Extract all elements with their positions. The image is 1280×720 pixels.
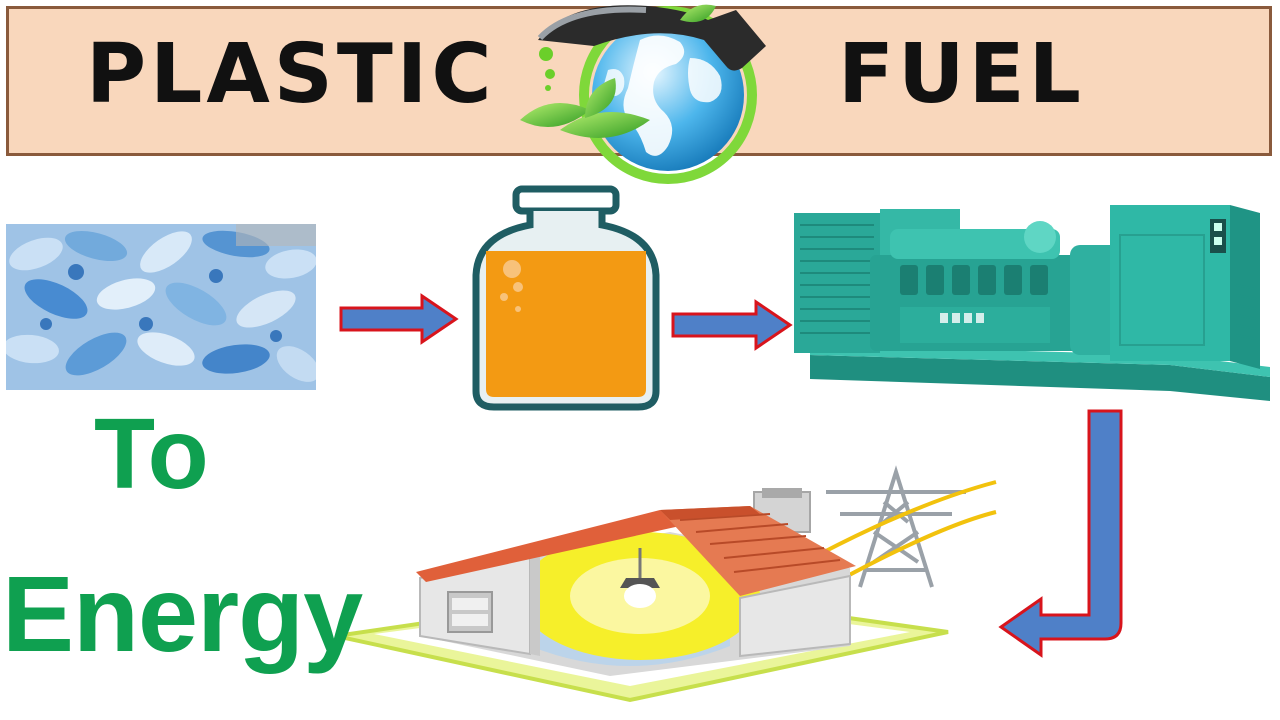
house-icon [330, 486, 950, 706]
title-word-plastic: PLASTIC [86, 34, 496, 116]
flow-arrow-fuel-to-generator [670, 298, 794, 352]
plastic-bottles-image [6, 224, 316, 390]
caption-to: To [94, 404, 209, 504]
flow-arrow-bottles-to-fuel [338, 292, 460, 346]
fuel-jar-icon [470, 185, 665, 415]
title-word-fuel: FUEL [838, 34, 1085, 116]
flow-arrow-generator-to-house [995, 405, 1130, 660]
globe-icon [490, 0, 790, 190]
caption-energy: Energy [2, 560, 362, 668]
generator-icon [790, 195, 1278, 415]
